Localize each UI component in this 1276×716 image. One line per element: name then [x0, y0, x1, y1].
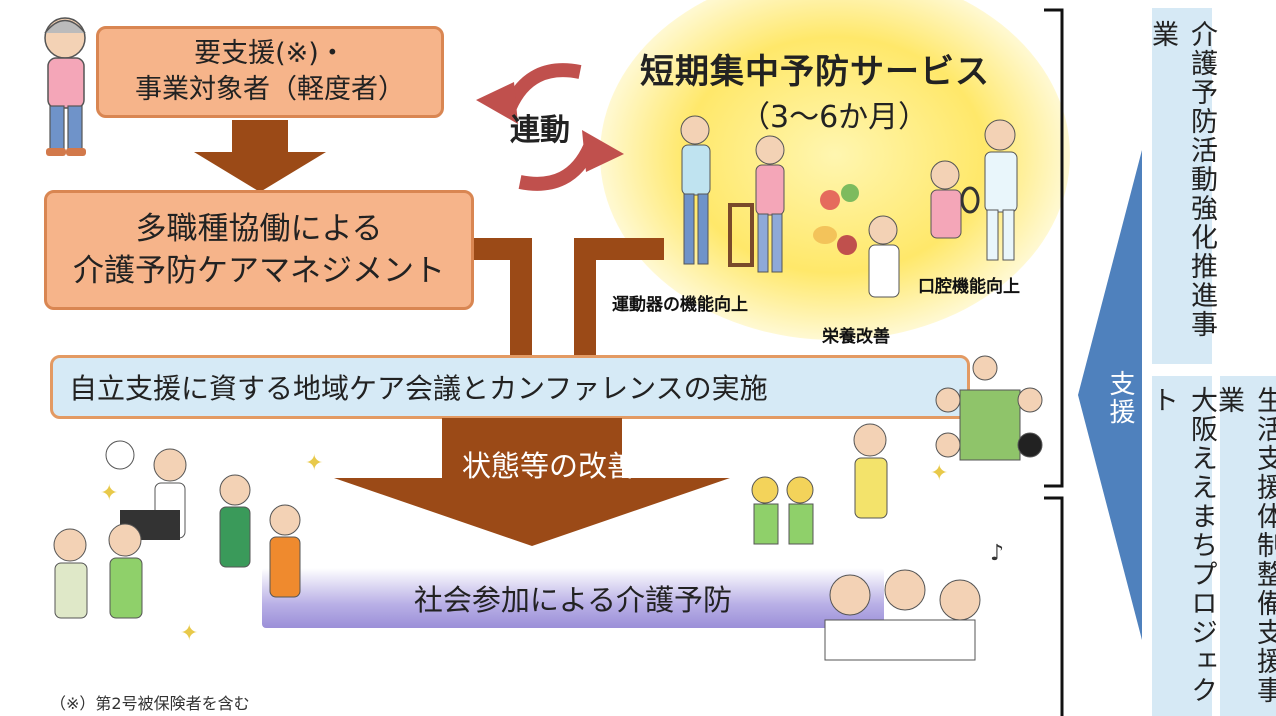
activity-illustration-left: ✦ ✦ ✦ — [53, 440, 323, 646]
exercise-illustration — [680, 115, 785, 273]
community-meeting-box: 自立支援に資する地域ケア会議とカンファレンスの実施 — [50, 355, 970, 419]
support-bracket — [1044, 8, 1064, 716]
project-middle-column: 大阪ええまちプロジェクト — [1147, 376, 1217, 716]
svg-text:✦: ✦ — [305, 451, 323, 476]
nutrition-illustration — [813, 184, 900, 298]
service-item-exercise: 運動器の機能向上 — [612, 295, 748, 315]
connector-pipe-top — [574, 238, 664, 260]
meeting-group-illustration — [935, 355, 1043, 461]
care-management-box: 多職種協働による 介護予防ケアマネジメント — [44, 190, 474, 310]
service-title: 短期集中予防サービス — [640, 52, 990, 92]
project-right-column: 生活支援体制整備支援事業 — [1213, 376, 1276, 716]
oral-illustration — [930, 119, 1018, 261]
link-cycle-icon — [476, 63, 624, 191]
service-item-oral: 口腔機能向上 — [918, 277, 1020, 297]
elderly-person-icon — [44, 17, 86, 156]
management-line1: 多職種協働による — [135, 211, 383, 247]
service-item-nutrition: 栄養改善 — [822, 327, 890, 347]
svg-text:✦: ✦ — [930, 461, 948, 486]
target-box: 要支援(※)・ 事業対象者（軽度者） — [96, 26, 444, 118]
project-middle-label: 大阪ええまちプロジェクト — [1147, 386, 1217, 705]
svg-text:✦: ✦ — [180, 621, 198, 646]
project-top-column: 介護予防活動強化推進事業 — [1147, 8, 1217, 364]
target-line1: 要支援(※)・ — [194, 38, 346, 69]
support-arrow — [1078, 150, 1142, 640]
connector-pipe-right — [574, 238, 596, 356]
target-line2: 事業対象者（軽度者） — [135, 74, 405, 105]
meeting-label: 自立支援に資する地域ケア会議とカンファレンスの実施 — [69, 372, 768, 405]
connector-pipe-left — [510, 238, 532, 356]
project-top-label: 介護予防活動強化推進事業 — [1147, 20, 1217, 339]
improvement-label: 状態等の改善 — [462, 449, 637, 483]
activity-illustration-right: ♪ ✦ — [751, 423, 1004, 661]
svg-text:♪: ♪ — [990, 541, 1004, 566]
project-right-label: 生活支援体制整備支援事業 — [1213, 386, 1276, 705]
footnote: （※）第2号被保険者を含む — [50, 694, 250, 713]
down-arrow-1 — [194, 120, 326, 192]
improvement-arrow — [334, 418, 730, 546]
link-label: 連動 — [510, 113, 570, 148]
service-duration: （3〜6か月） — [740, 100, 929, 135]
social-participation-box: 社会参加による介護予防 — [262, 568, 884, 628]
svg-text:✦: ✦ — [100, 481, 118, 506]
social-label: 社会参加による介護予防 — [413, 583, 733, 617]
connector-pipe-mgmt — [474, 238, 532, 260]
support-label: 支援 — [1105, 370, 1135, 426]
management-line2: 介護予防ケアマネジメント — [73, 253, 445, 289]
